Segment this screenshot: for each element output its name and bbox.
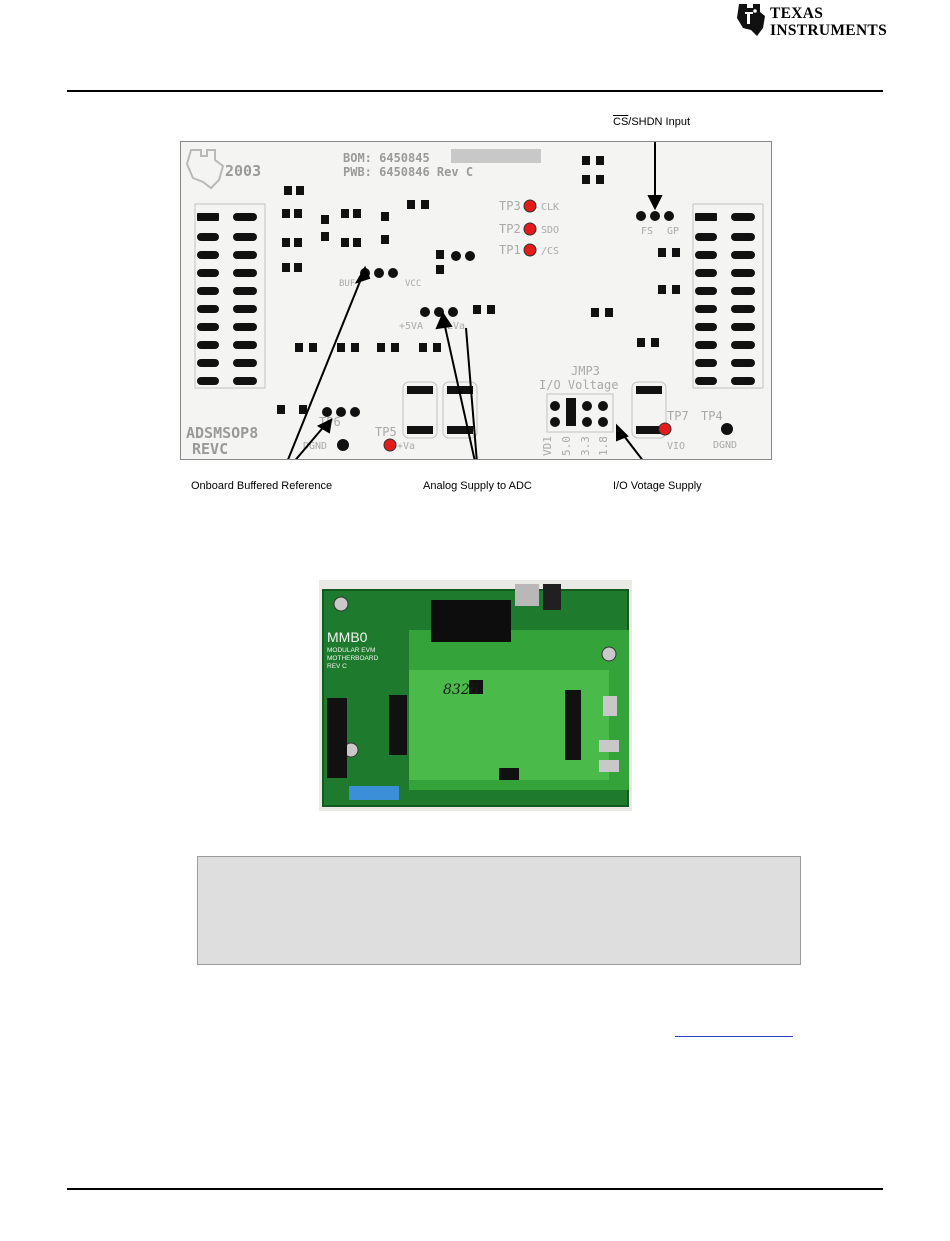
passive-pads: [277, 156, 680, 414]
bom-label-block: [451, 149, 541, 163]
silk-tp2: TP2: [499, 222, 521, 236]
silk-vio: VIO: [667, 441, 685, 452]
silk-tp6-dgnd: DGND: [303, 441, 327, 452]
silk-lva: LVa: [447, 321, 465, 332]
callout-buffered-reference: Onboard Buffered Reference: [191, 480, 333, 492]
j1-pins: [197, 213, 257, 385]
jmp3-outline: [546, 393, 614, 433]
callout-cs-rest: /SHDN Input: [628, 116, 691, 128]
ti-logo-icon: [737, 4, 765, 36]
callout-cs-overline: CS: [613, 116, 629, 128]
test-points: [337, 199, 733, 452]
silk-dgnd: DGND: [713, 440, 737, 451]
silk-bom: BOM: 6450845: [343, 151, 430, 165]
motherboard-photo: MMB0 MODULAR EVM MOTHERBOARD REV C 8326: [319, 580, 632, 811]
silk-tp7: TP7: [667, 409, 689, 423]
photo-board-line3: REV C: [327, 663, 347, 670]
silk-buf: BUF: [339, 279, 355, 289]
silk-cs: /CS: [541, 246, 559, 257]
photo-board-title: MMB0: [327, 629, 368, 645]
header-rule: [67, 90, 883, 92]
ti-logo-wordmark: TEXAS INSTRUMENTS: [770, 5, 887, 39]
photo-handwriting: 8326: [443, 682, 479, 698]
j2-pins: [695, 213, 755, 385]
silk-v33: 3.3: [579, 436, 592, 456]
photo-board-line2: MOTHERBOARD: [327, 655, 379, 662]
jmp3-shunt: [566, 398, 576, 426]
silk-year: 2003: [225, 162, 261, 180]
callout-analog-supply: Analog Supply to ADC: [423, 480, 532, 492]
texas-outline-icon: [185, 149, 225, 190]
footer-rule: [67, 1188, 883, 1190]
silk-tp1: TP1: [499, 243, 521, 257]
silk-jmp3: JMP3: [571, 364, 600, 378]
pcb-layout-figure: 2003 BOM: 6450845 PWB: 6450846 Rev C: [180, 134, 772, 478]
logo-line-instruments: INSTRUMENTS: [770, 22, 887, 39]
inductor-pads: [407, 386, 662, 434]
silk-va: +Va: [397, 441, 415, 452]
silk-v50: 5.0: [560, 436, 573, 456]
silk-pwb: PWB: 6450846 Rev C: [343, 165, 473, 179]
silk-tp4: TP4: [701, 409, 723, 423]
callout-cs-shdn: CS/SHDN Input: [613, 116, 690, 128]
silk-v18: 1.8: [597, 436, 610, 456]
silk-gp: GP: [667, 226, 679, 237]
j2-outline: [692, 203, 764, 389]
photo-board-line1: MODULAR EVM: [327, 647, 375, 654]
jumper-dots: [322, 211, 674, 427]
silk-sdo: SDO: [541, 225, 559, 236]
silk-vcc: VCC: [405, 279, 421, 289]
silk-io-voltage: I/O Voltage: [539, 378, 618, 392]
silk-tp5: TP5: [375, 425, 397, 439]
j1-outline: [194, 203, 266, 389]
silk-5va: +5VA: [399, 321, 423, 332]
callout-io-supply: I/O Votage Supply: [613, 480, 702, 492]
callout-arrows: [280, 134, 663, 478]
silk-board-rev: REVC: [192, 440, 228, 458]
hyperlink-underline[interactable]: [675, 1036, 793, 1037]
silk-clk: CLK: [541, 202, 559, 213]
silk-tp3: TP3: [499, 199, 521, 213]
pcb-silkscreen: 2003 BOM: 6450845 PWB: 6450846 Rev C: [185, 134, 764, 478]
logo-line-texas: TEXAS: [770, 5, 824, 22]
silk-vd1: VD1: [541, 436, 554, 456]
silk-fs: FS: [641, 226, 653, 237]
note-box: [197, 856, 801, 965]
silk-board-name: ADSMSOP8: [186, 424, 258, 442]
